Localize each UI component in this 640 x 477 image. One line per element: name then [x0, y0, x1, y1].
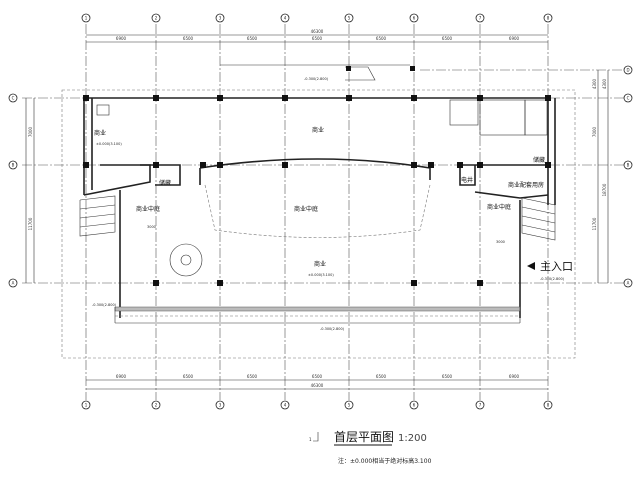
dim-top-span: 6500 — [183, 36, 194, 41]
stairs — [79, 66, 556, 277]
svg-text:1: 1 — [85, 16, 88, 21]
svg-text:C: C — [12, 96, 15, 101]
dim-bottom-span: 6900 — [116, 374, 127, 379]
svg-text:2: 2 — [155, 16, 158, 21]
dim-top-span: 6900 — [116, 36, 127, 41]
dim-top-span: 6500 — [247, 36, 258, 41]
vertical-grid-lines — [85, 24, 549, 400]
drawing-scale: 1:200 — [398, 433, 427, 444]
dim-bottom-span: 6500 — [442, 374, 453, 379]
dimension-mark: 3000 — [147, 225, 156, 229]
svg-text:3: 3 — [219, 16, 222, 21]
level-mark: -0.300(2.800) — [320, 327, 345, 331]
room-label-support-room: 商业配套用房 — [508, 181, 544, 189]
room-label-atrium: 商业中庭 — [136, 205, 160, 213]
dim-right: 7000 — [592, 126, 597, 137]
drawing-note: 注：±0.000相当于绝对标高3.100 — [338, 457, 432, 465]
drawing-title: 首层平面图 — [334, 430, 394, 444]
dim-bottom-span: 6500 — [247, 374, 258, 379]
dim-bottom-total: 46300 — [311, 383, 324, 388]
svg-text:C: C — [627, 96, 630, 101]
main-entrance-label: 主入口 — [540, 260, 573, 273]
dim-bottom-span: 6500 — [183, 374, 194, 379]
section-mark: 1 — [309, 437, 312, 442]
svg-text:6: 6 — [413, 403, 416, 408]
entrance-arrow-icon — [527, 262, 535, 270]
dim-right: 11700 — [592, 217, 597, 230]
room-label-electrical-shaft: 电井 — [461, 176, 473, 184]
dim-left: 7000 — [28, 126, 33, 137]
dim-top-total: 46300 — [311, 29, 324, 34]
svg-text:6: 6 — [413, 16, 416, 21]
level-mark: ±0.000(3.100) — [96, 142, 122, 146]
svg-text:5: 5 — [348, 16, 351, 21]
room-label-shop: 商业 — [312, 126, 324, 134]
svg-text:A: A — [12, 281, 15, 286]
dim-bottom-span: 6500 — [376, 374, 387, 379]
dim-right: 18700 — [602, 183, 607, 196]
room-label-storage: 储藏 — [159, 179, 171, 187]
dimension-mark: 3000 — [496, 240, 505, 244]
south-walkway — [114, 306, 521, 324]
horizontal-grid-lines — [22, 69, 625, 284]
svg-text:7: 7 — [479, 403, 482, 408]
level-mark: -0.300(2.800) — [92, 303, 117, 307]
dim-right: 4300 — [592, 78, 597, 89]
svg-text:2: 2 — [155, 403, 158, 408]
dim-bottom-span: 6900 — [509, 374, 520, 379]
level-mark: ±0.000(3.100) — [308, 273, 334, 277]
level-mark: -0.300(2.800) — [540, 277, 565, 281]
room-label-storage: 储藏 — [533, 156, 545, 164]
dimension-lines — [25, 34, 609, 390]
svg-text:8: 8 — [547, 16, 550, 21]
dim-top-span: 6500 — [312, 36, 323, 41]
svg-text:1: 1 — [85, 403, 88, 408]
section-symbol — [313, 432, 319, 442]
grid-bubbles: 1 2 3 4 5 6 7 8 1 2 3 4 5 6 7 8 C B A D … — [8, 13, 633, 410]
svg-text:4: 4 — [284, 403, 287, 408]
room-label-atrium: 商业中庭 — [294, 205, 318, 213]
room-label-atrium: 商业中庭 — [487, 203, 511, 211]
site-boundary — [61, 89, 576, 359]
dim-left: 11700 — [28, 217, 33, 230]
svg-text:4: 4 — [284, 16, 287, 21]
svg-text:D: D — [626, 68, 629, 73]
svg-text:A: A — [627, 281, 630, 286]
level-mark: -0.300(2.800) — [304, 77, 329, 81]
dim-top-span: 6500 — [442, 36, 453, 41]
svg-text:B: B — [12, 163, 15, 168]
svg-text:8: 8 — [547, 403, 550, 408]
atrium-void — [204, 184, 431, 238]
dim-top-span: 6500 — [376, 36, 387, 41]
room-label-shop: 商业 — [94, 129, 106, 137]
dim-right: 4300 — [602, 78, 607, 89]
svg-text:7: 7 — [479, 16, 482, 21]
svg-text:3: 3 — [219, 403, 222, 408]
dim-bottom-span: 6500 — [312, 374, 323, 379]
room-label-shop: 商业 — [314, 260, 326, 268]
svg-text:5: 5 — [348, 403, 351, 408]
svg-text:B: B — [627, 163, 630, 168]
structural-columns — [83, 66, 551, 286]
dim-top-span: 6900 — [509, 36, 520, 41]
